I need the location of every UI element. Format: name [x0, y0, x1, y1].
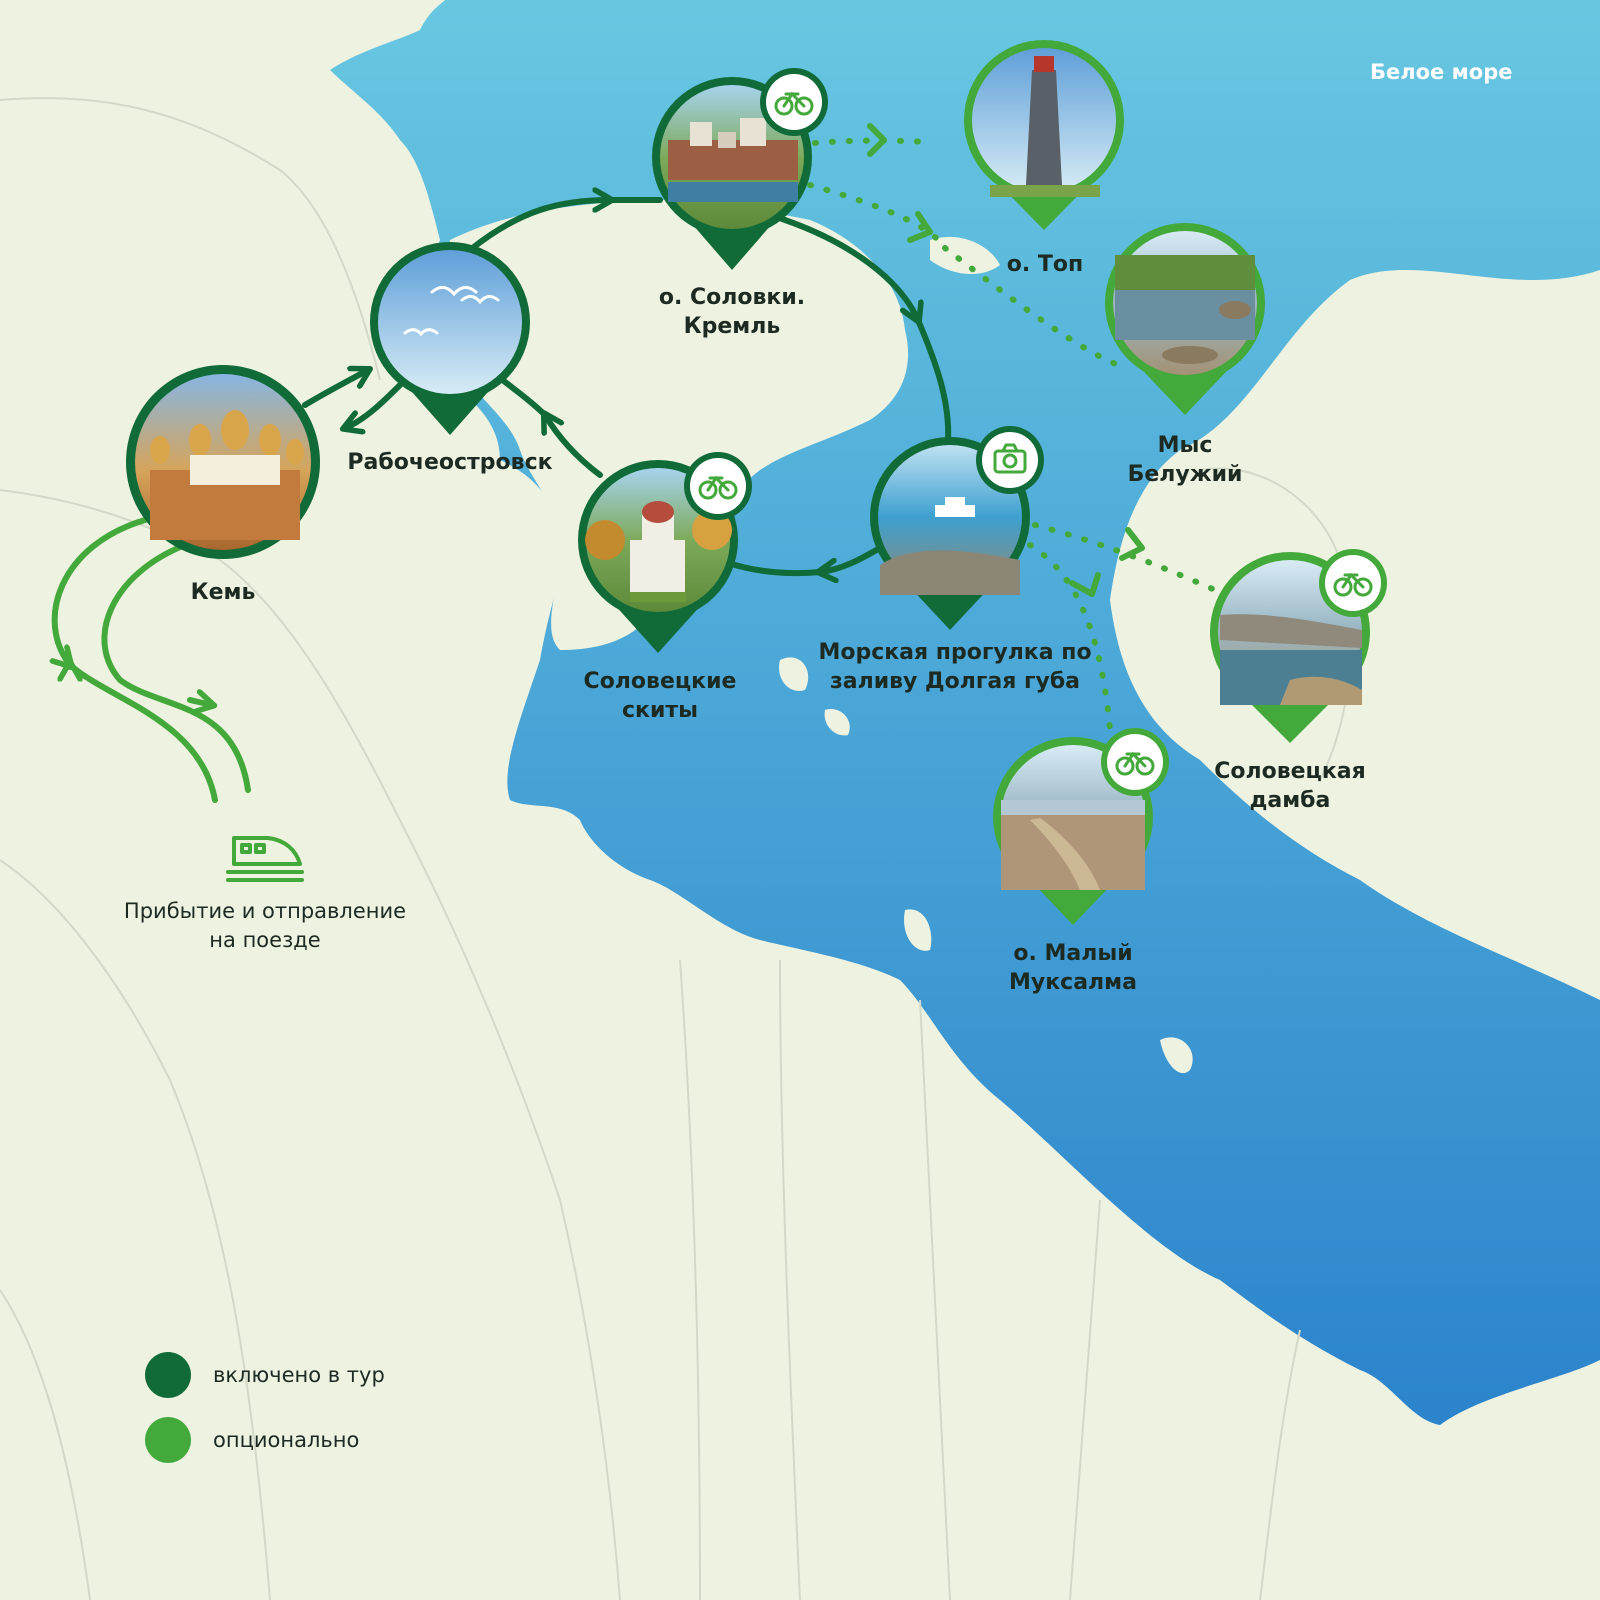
- muksalma-label: о. Малый Муксалма: [1009, 941, 1137, 995]
- lighthouse-image: [990, 56, 1100, 197]
- islet: [779, 657, 809, 691]
- islet: [824, 709, 850, 736]
- rabocheostrovsk-label: Рабочеостровск: [347, 450, 553, 475]
- beluzhiy-marker[interactable]: [1105, 223, 1265, 415]
- islet: [1160, 1037, 1193, 1074]
- white-sea: [330, 0, 1600, 1425]
- legend-optional-label: опционально: [213, 1428, 360, 1452]
- optional-routes: [807, 137, 1218, 733]
- muksalma-coast-image: [1001, 800, 1145, 890]
- train-icon: [226, 836, 304, 882]
- bicycle-icon: [1115, 751, 1155, 776]
- legend-included: включено в тур: [145, 1352, 385, 1398]
- top-island-label: о. Топ: [1006, 252, 1084, 277]
- kremlin-image: [668, 118, 798, 202]
- boat-trip-marker[interactable]: [870, 426, 1044, 630]
- muksalma-island: [1128, 532, 1226, 708]
- skity-label: Соловецкие скиты: [583, 669, 737, 723]
- optional-train-routes: [55, 517, 251, 803]
- islet: [870, 326, 906, 354]
- train-label: Прибытие и отправление на поезде: [123, 899, 407, 952]
- seagulls-image: [403, 286, 500, 337]
- camera-icon: [993, 443, 1027, 474]
- shore-image: [1115, 255, 1255, 364]
- damba-marker[interactable]: [1210, 549, 1387, 743]
- kem-label: Кемь: [190, 580, 256, 605]
- bicycle-icon: [698, 475, 738, 500]
- kem-church-image: [150, 410, 304, 540]
- kem-marker[interactable]: [126, 365, 320, 559]
- top-island-marker[interactable]: [964, 40, 1124, 230]
- bicycle-icon: [1333, 572, 1373, 597]
- muksalma-marker[interactable]: [993, 728, 1169, 925]
- skity-marker[interactable]: [578, 452, 752, 653]
- anzer-island-shore: [930, 236, 1000, 275]
- dam-image: [1220, 614, 1362, 705]
- kremlin-label: о. Соловки. Кремль: [658, 285, 806, 339]
- rabocheostrovsk-marker[interactable]: [370, 242, 530, 435]
- white-sea-label: Белое море: [1370, 60, 1513, 84]
- bolshoy-solovetsky-island: [444, 199, 909, 651]
- skity-church-image: [585, 501, 732, 602]
- islet: [904, 909, 932, 951]
- legend-included-swatch: [145, 1352, 191, 1398]
- legend-optional-swatch: [145, 1417, 191, 1463]
- boat-trip-label: Морская прогулка по заливу Долгая губа: [818, 640, 1092, 694]
- beluzhiy-label: Мыс Белужий: [1127, 433, 1243, 487]
- optional-route-arrows: [867, 123, 1145, 597]
- legend-optional: опционально: [145, 1417, 359, 1463]
- bicycle-icon: [774, 91, 814, 116]
- kremlin-marker[interactable]: [652, 68, 828, 270]
- boat-image: [880, 497, 1020, 595]
- damba-label: Соловецкая дамба: [1214, 759, 1366, 813]
- legend-included-label: включено в тур: [213, 1363, 385, 1387]
